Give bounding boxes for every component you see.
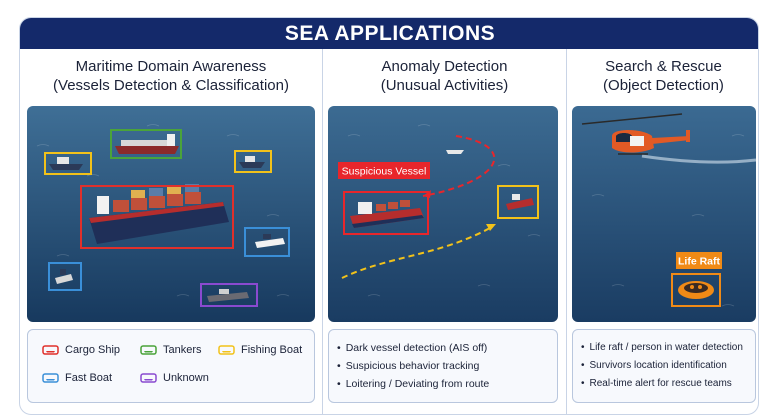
- fast-boat: [255, 234, 285, 248]
- vessel-detection-scene: [27, 106, 315, 322]
- unknown-vessel-icon: [140, 373, 157, 383]
- rescue-bullets-box: Life raft / person in water detection Su…: [572, 329, 756, 403]
- panel-title-line1: Anomaly Detection: [381, 58, 508, 75]
- cargo-ship-box: [80, 185, 234, 249]
- legend-item-fishing-boat: Fishing Boat: [218, 344, 302, 356]
- suspicious-route-path: [422, 135, 496, 197]
- legend-label: Unknown: [163, 372, 209, 384]
- anomaly-detection-scene: Suspicious Vessel: [328, 106, 558, 322]
- legend-item-fast-boat: Fast Boat: [42, 372, 112, 384]
- panel-title-line2: (Object Detection): [603, 77, 724, 94]
- distant-boat: [446, 150, 464, 154]
- fast-boat-icon: [42, 373, 59, 383]
- fishing-boat-box-right: [234, 150, 272, 173]
- legend-label: Fishing Boat: [241, 344, 303, 356]
- legend-item-tankers: Tankers: [140, 344, 202, 356]
- legend-item-unknown: Unknown: [140, 372, 209, 384]
- bullet-list: Life raft / person in water detection Su…: [581, 339, 743, 393]
- panel-anomaly-detection: Anomaly Detection (Unusual Activities): [322, 49, 566, 414]
- panel-search-and-rescue: Search & Rescue (Object Detection): [566, 49, 758, 414]
- helicopter-wake: [641, 154, 756, 164]
- suspicious-vessel-tag-bg: [338, 162, 430, 179]
- vessel-class-legend: Cargo Ship Tankers Fishing Boat Fast Boa…: [27, 329, 315, 403]
- life-raft-box: [671, 273, 721, 307]
- fishing-boat-box-left: [44, 152, 92, 175]
- tracked-vessel-box: [497, 185, 539, 219]
- deviation-route-path: [341, 227, 491, 279]
- panel-title: Search & Rescue (Object Detection): [567, 57, 758, 95]
- bullet-item: Life raft / person in water detection: [581, 339, 743, 357]
- life-raft: [678, 281, 714, 299]
- fast-boat: [55, 269, 73, 284]
- bullet-item: Suspicious behavior tracking: [337, 357, 489, 375]
- life-raft-tag: Life Raft: [678, 256, 721, 268]
- tanker-box: [110, 129, 182, 159]
- fishing-boat: [49, 157, 83, 170]
- fishing-boat: [239, 156, 265, 168]
- panel-title: Anomaly Detection (Unusual Activities): [323, 57, 566, 95]
- cargo-ship-icon: [42, 345, 59, 355]
- banner-title: SEA APPLICATIONS: [20, 18, 758, 49]
- fast-boat-box-right: [244, 227, 290, 257]
- tanker-icon: [140, 345, 157, 355]
- fast-boat-box-left: [48, 262, 82, 291]
- anomaly-bullets-box: Dark vessel detection (AIS off) Suspicio…: [328, 329, 558, 403]
- bullet-item: Survivors location identification: [581, 357, 743, 375]
- unknown-vessel: [207, 289, 249, 302]
- legend-label: Fast Boat: [65, 372, 113, 384]
- suspicious-vessel: [350, 200, 424, 228]
- panel-title-line1: Search & Rescue: [605, 58, 722, 75]
- fishing-boat-icon: [218, 345, 235, 355]
- suspicious-vessel-box: [343, 191, 429, 235]
- bullet-item: Dark vessel detection (AIS off): [337, 339, 489, 357]
- panel-title-line2: (Vessels Detection & Classification): [53, 77, 289, 94]
- bullet-list: Dark vessel detection (AIS off) Suspicio…: [337, 339, 490, 393]
- sea-applications-figure: SEA APPLICATIONS Maritime Domain Awarene…: [19, 17, 759, 415]
- tracked-vessel: [506, 194, 534, 210]
- panel-title: Maritime Domain Awareness (Vessels Detec…: [20, 57, 322, 95]
- panel-title-line1: Maritime Domain Awareness: [75, 58, 267, 75]
- cargo-ship: [89, 184, 229, 244]
- route-arrow-yellow: [486, 224, 496, 231]
- suspicious-vessel-tag: Suspicious Vessel: [342, 166, 427, 178]
- tanker-ship: [115, 134, 179, 154]
- unknown-vessel-box: [200, 283, 258, 307]
- legend-label: Tankers: [163, 344, 202, 356]
- rescue-helicopter: [581, 113, 690, 155]
- bullet-item: Real-time alert for rescue teams: [581, 375, 743, 393]
- legend-item-cargo-ship: Cargo Ship: [42, 344, 120, 356]
- life-raft-tag-bg: [676, 252, 722, 269]
- panel-maritime-domain-awareness: Maritime Domain Awareness (Vessels Detec…: [20, 49, 322, 414]
- search-and-rescue-scene: Life Raft: [572, 106, 756, 322]
- bullet-item: Loitering / Deviating from route: [337, 375, 490, 393]
- panel-title-line2: (Unusual Activities): [380, 77, 509, 94]
- legend-label: Cargo Ship: [65, 344, 121, 356]
